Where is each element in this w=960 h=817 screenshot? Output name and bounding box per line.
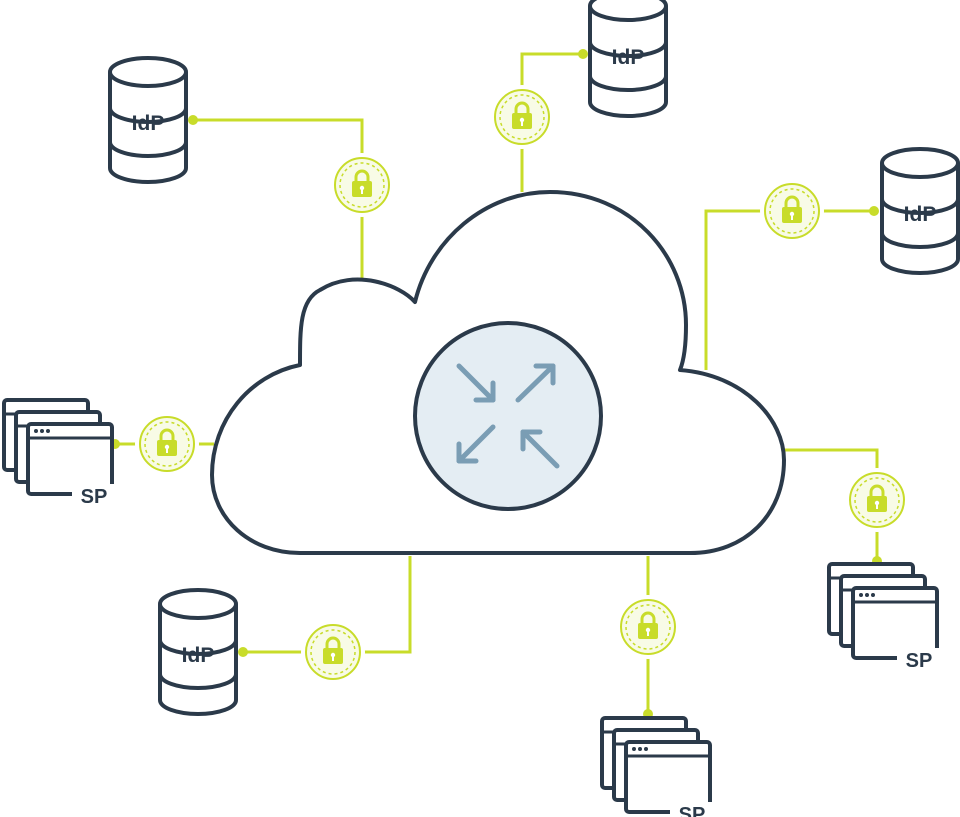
lock-icon [616, 595, 680, 659]
sp-label: SP [906, 650, 933, 672]
connector-dot [869, 206, 879, 216]
sp-node-sp-right: SP [827, 562, 941, 672]
sp-node-sp-left: SP [2, 398, 116, 508]
lock-icon [490, 85, 554, 149]
lock-badges [135, 85, 909, 684]
idp-node-idp-top-left: IdP [108, 56, 188, 184]
lock-icon [301, 620, 365, 684]
lock-icon [760, 179, 824, 243]
idp-node-idp-right: IdP [880, 147, 960, 275]
arrows-converge-icon [456, 363, 560, 469]
connector-dot [238, 647, 248, 657]
idp-node-idp-top: IdP [588, 0, 668, 118]
browser-windows-icon [827, 562, 939, 660]
connector-dot [188, 115, 198, 125]
connector-dot [578, 49, 588, 59]
idp-node-idp-bottom-left: IdP [158, 588, 238, 716]
database-icon [158, 588, 238, 716]
database-icon [108, 56, 188, 184]
browser-windows-icon [2, 398, 114, 496]
hub-circle [413, 321, 603, 511]
connector-idp-top-left [190, 118, 364, 282]
lock-icon [845, 468, 909, 532]
lock-icon [135, 412, 199, 476]
sp-label: SP [81, 486, 108, 508]
database-icon [880, 147, 960, 275]
lock-icon [330, 153, 394, 217]
database-icon [588, 0, 668, 118]
sp-node-sp-bottom: SP [600, 716, 714, 817]
connector-idp-bottom-left [240, 556, 412, 654]
sp-label: SP [679, 804, 706, 817]
idp-label: IdP [612, 46, 645, 69]
idp-label: IdP [904, 203, 937, 226]
browser-windows-icon [600, 716, 712, 814]
idp-label: IdP [182, 644, 215, 667]
idp-label: IdP [132, 112, 165, 135]
hub [413, 321, 603, 511]
